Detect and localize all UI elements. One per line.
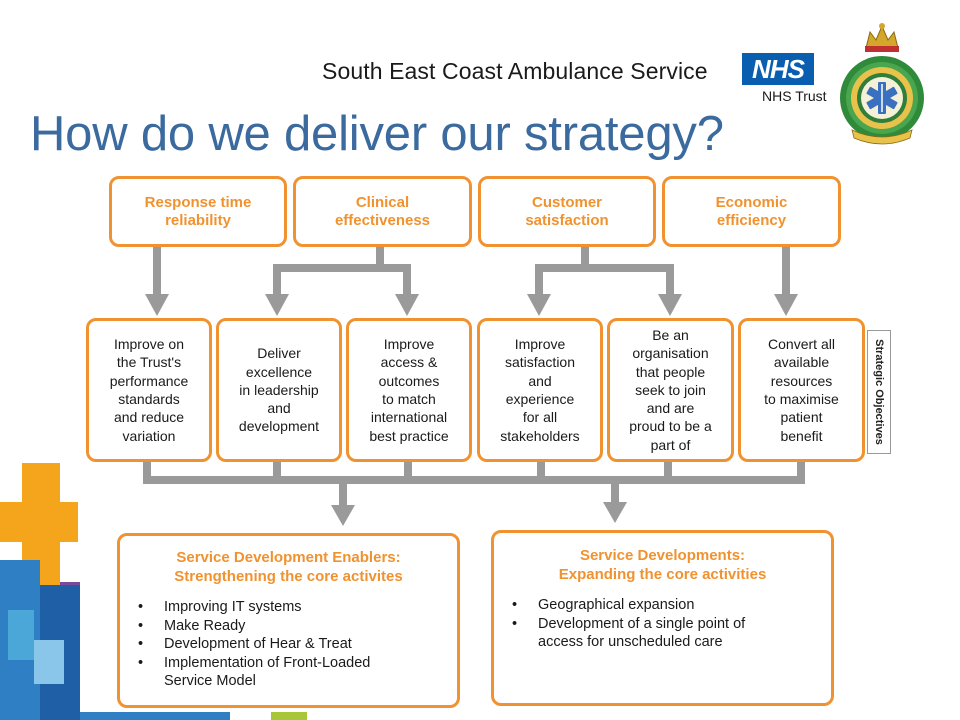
list-item: Development of a single point of access … (508, 615, 831, 652)
decor-light-blue-block (34, 640, 64, 684)
objective-organisation-to-join: Be an organisation that people seek to j… (607, 318, 734, 462)
organisation-name: South East Coast Ambulance Service (322, 58, 708, 84)
goal-clinical-effectiveness: Clinical effectiveness (293, 176, 472, 247)
objective-label: Improve on the Trust's performance stand… (109, 336, 189, 444)
objective-access-outcomes: Improve access & outcomes to match inter… (346, 318, 472, 462)
list-item: Improving IT systems (134, 598, 457, 617)
objective-satisfaction-experience: Improve satisfaction and experience for … (477, 318, 603, 462)
list-item: Geographical expansion (508, 596, 831, 615)
list-item: Implementation of Front-Loaded Service M… (134, 654, 457, 691)
goal-customer-satisfaction: Customer satisfaction (478, 176, 656, 247)
objective-label: Improve access & outcomes to match inter… (369, 336, 449, 444)
objective-label: Be an organisation that people seek to j… (629, 326, 712, 453)
decor-orange-cross-horizontal (0, 502, 78, 542)
objective-performance-standards: Improve on the Trust's performance stand… (86, 318, 212, 462)
goal-label: Customer satisfaction (525, 193, 609, 229)
goal-response-time-reliability: Response time reliability (109, 176, 287, 247)
objective-resources-patient-benefit: Convert all available resources to maxim… (738, 318, 865, 462)
strategic-objectives-label: Strategic Objectives (867, 330, 891, 454)
decor-bottom-blue-bar (80, 712, 230, 720)
service-developments-box: Service Developments: Expanding the core… (491, 530, 834, 706)
nhs-logo: NHS (742, 53, 814, 85)
list-item: Development of Hear & Treat (134, 635, 457, 654)
slide-title: How do we deliver our strategy? (30, 107, 724, 161)
goal-economic-efficiency: Economic efficiency (662, 176, 841, 247)
enablers-list: Improving IT systems Make Ready Developm… (120, 598, 457, 691)
ambulance-service-crest-icon (840, 23, 924, 145)
objective-label: Convert all available resources to maxim… (764, 336, 839, 444)
developments-list: Geographical expansion Development of a … (494, 596, 831, 652)
goal-label: Clinical effectiveness (334, 193, 431, 229)
goal-label: Economic efficiency (715, 193, 788, 229)
decor-teal-block (8, 610, 34, 660)
developments-title: Service Developments: Expanding the core… (558, 547, 767, 583)
nhs-trust-label: NHS Trust (762, 88, 827, 104)
service-development-enablers-box: Service Development Enablers: Strengthen… (117, 533, 460, 708)
goal-label: Response time reliability (144, 193, 252, 229)
decor-bottom-green-block (271, 712, 307, 720)
objective-leadership-development: Deliver excellence in leadership and dev… (216, 318, 342, 462)
strategic-objectives-text: Strategic Objectives (873, 339, 885, 445)
enablers-title: Service Development Enablers: Strengthen… (174, 549, 403, 585)
objective-label: Deliver excellence in leadership and dev… (238, 345, 320, 435)
objective-label: Improve satisfaction and experience for … (500, 336, 580, 444)
list-item: Make Ready (134, 617, 457, 636)
